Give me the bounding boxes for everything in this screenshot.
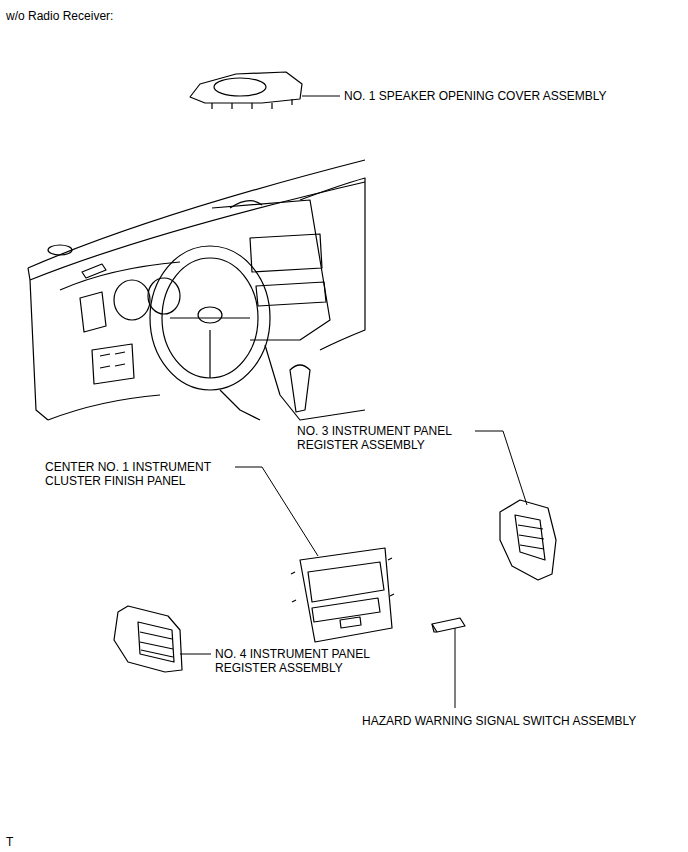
register-outline xyxy=(114,606,182,672)
finish-panel-lower xyxy=(312,598,380,622)
part-name: HAZARD WARNING SIGNAL SWITCH ASSEMBLY xyxy=(362,714,682,728)
emblem xyxy=(198,307,222,323)
switch-side xyxy=(432,624,437,632)
part-name: CENTER NO. 1 INSTRUMENT CLUSTER FINISH P… xyxy=(45,460,235,488)
leader-line xyxy=(475,431,527,505)
left-register xyxy=(80,292,106,332)
part-name: NO. 1 SPEAKER OPENING COVER ASSEMBLY xyxy=(344,89,644,103)
register-vanes xyxy=(140,632,173,657)
part-name: NO. 3 INSTRUMENT PANEL REGISTER ASSEMBLY xyxy=(297,424,472,452)
finish-panel-outline xyxy=(300,548,392,642)
shift-lever xyxy=(290,365,310,412)
leader-line xyxy=(235,467,318,556)
side-vent xyxy=(82,264,106,278)
dash-lower-left xyxy=(48,395,160,420)
dash-left-edge xyxy=(28,268,48,420)
dash-top-edge xyxy=(28,160,365,268)
column xyxy=(220,390,260,420)
register-no3 xyxy=(500,500,556,580)
part-name: T xyxy=(6,835,46,849)
speaker-cover xyxy=(190,72,302,109)
finish-panel-window xyxy=(308,562,384,602)
display-opening xyxy=(250,234,322,272)
speaker-cover-hole xyxy=(214,78,266,96)
climate-panel xyxy=(256,282,326,306)
finish-panel xyxy=(291,548,394,642)
hazard-switch xyxy=(432,618,465,632)
switches xyxy=(100,352,125,368)
hazard-opening xyxy=(340,617,361,628)
register-louver xyxy=(138,622,174,662)
leader-line xyxy=(455,628,456,708)
speaker-cover-clips xyxy=(212,99,292,109)
register-no4 xyxy=(114,606,182,672)
steering-wheel-inner xyxy=(162,258,258,378)
register-louver xyxy=(515,515,545,560)
register-vanes xyxy=(518,525,544,549)
switch-body xyxy=(432,618,465,632)
part-name: NO. 4 INSTRUMENT PANEL REGISTER ASSEMBLY xyxy=(215,647,390,675)
speaker-opening xyxy=(48,245,72,255)
leader-lines xyxy=(180,96,527,708)
speaker-cover-outline xyxy=(190,72,302,103)
leader-line xyxy=(302,96,340,97)
center-stack xyxy=(212,200,330,340)
register-outline xyxy=(500,500,556,580)
dashboard xyxy=(28,160,365,420)
section-title: w/o Radio Receiver: xyxy=(6,9,113,23)
panel-clips xyxy=(291,558,394,602)
leader-line xyxy=(180,654,211,655)
console xyxy=(265,345,365,420)
passenger-dash xyxy=(300,178,365,350)
switch-panel xyxy=(92,344,134,384)
steering-spokes xyxy=(170,318,250,378)
speaker-recess xyxy=(230,201,262,208)
gauge xyxy=(114,280,150,320)
